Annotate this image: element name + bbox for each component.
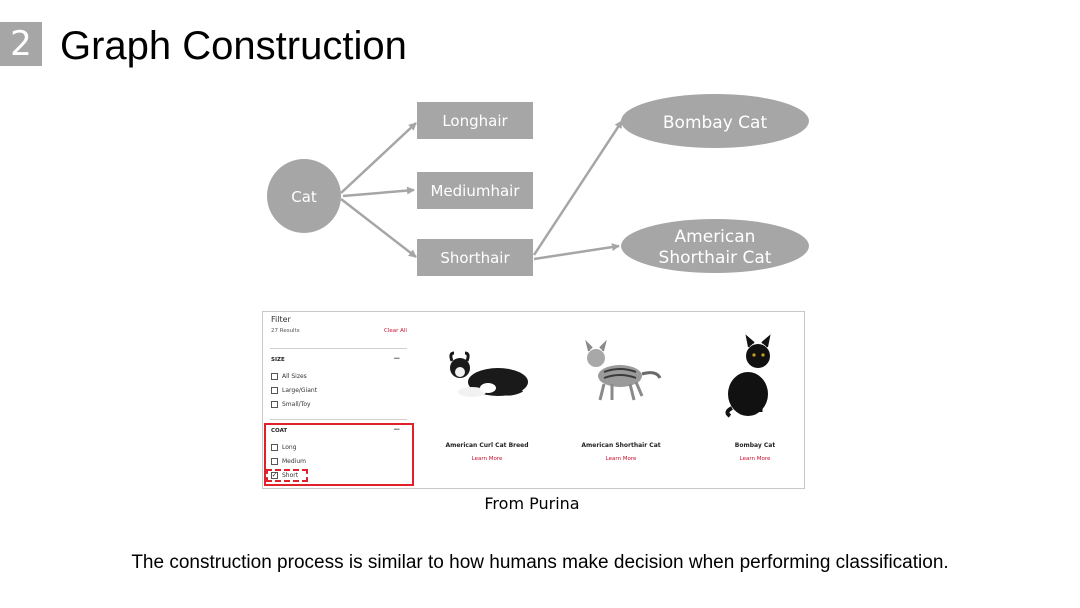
size-option-all-sizes[interactable]: All Sizes [271, 372, 307, 381]
checkbox-icon[interactable] [271, 373, 278, 380]
coat-option-medium[interactable]: Medium [271, 457, 306, 466]
clear-all-link[interactable]: Clear All [384, 328, 407, 334]
edge-shorthair-bombay [532, 120, 624, 256]
product-card-american-shorthair[interactable]: American Shorthair Cat Learn More [554, 334, 688, 474]
product-name: American Curl Cat Breed [445, 442, 529, 449]
product-card-american-curl[interactable]: American Curl Cat Breed Learn More [420, 334, 554, 474]
product-card-bombay[interactable]: Bombay Cat Learn More [688, 334, 822, 474]
slide-title: Graph Construction [60, 24, 407, 68]
american-curl-cat-image [449, 351, 528, 397]
learn-more-link[interactable]: Learn More [739, 456, 771, 462]
node-cat [267, 159, 341, 233]
edge-shorthair-american [533, 243, 620, 261]
decision-graph: Cat Longhair Mediumhair Shorthair Bombay… [267, 94, 809, 276]
product-name: American Shorthair Cat [581, 442, 661, 449]
learn-more-link[interactable]: Learn More [605, 456, 637, 462]
slide-number-badge: 2 [0, 22, 42, 66]
option-label: Short [282, 472, 299, 479]
node-bombay-cat-label: Bombay Cat [663, 113, 768, 133]
node-longhair-label: Longhair [442, 112, 508, 130]
short-option-highlight [266, 469, 308, 482]
checkbox-icon[interactable] [271, 458, 278, 465]
product-name: Bombay Cat [734, 442, 776, 449]
coat-collapse-icon[interactable]: − [393, 425, 401, 435]
filter-divider [270, 419, 407, 420]
node-mediumhair [417, 172, 533, 209]
node-mediumhair-label: Mediumhair [430, 182, 520, 200]
edge-cat-longhair [340, 122, 417, 194]
node-cat-label: Cat [291, 188, 317, 206]
learn-more-link[interactable]: Learn More [471, 456, 503, 462]
coat-option-short[interactable]: ✓ Short [271, 471, 298, 480]
edge-cat-shorthair [340, 198, 417, 258]
coat-option-long[interactable]: Long [271, 443, 297, 452]
filter-divider [270, 348, 407, 349]
checkbox-checked-icon[interactable]: ✓ [271, 471, 278, 479]
node-shorthair [417, 239, 533, 276]
size-option-small-toy[interactable]: Small/Toy [271, 400, 311, 409]
node-shorthair-label: Shorthair [440, 249, 510, 267]
size-option-large-giant[interactable]: Large/Giant [271, 386, 317, 395]
source-credit: From Purina [484, 494, 580, 513]
option-label: Medium [282, 458, 306, 465]
node-american-shorthair [621, 219, 809, 273]
option-label: Long [282, 444, 297, 451]
edge-cat-mediumhair [342, 186, 415, 198]
size-section-label: SIZE [271, 357, 285, 363]
checkbox-icon[interactable] [271, 387, 278, 394]
node-bombay-cat [621, 94, 809, 148]
checkbox-icon[interactable] [271, 401, 278, 408]
filter-title: Filter [271, 315, 291, 324]
checkbox-icon[interactable] [271, 444, 278, 451]
node-american-shorthair-label-line2: Shorthair Cat [659, 248, 772, 268]
coat-filter-highlight [264, 423, 414, 486]
slide-caption: The construction process is similar to h… [131, 552, 949, 573]
node-american-shorthair-label-line1: American [675, 227, 756, 247]
results-count: 27 Results [271, 328, 300, 334]
size-collapse-icon[interactable]: − [393, 354, 401, 364]
coat-section-label: COAT [271, 428, 288, 434]
node-longhair [417, 102, 533, 139]
bombay-cat-image [725, 334, 771, 418]
option-label: All Sizes [282, 373, 307, 380]
american-shorthair-cat-image [585, 339, 662, 401]
option-label: Small/Toy [282, 401, 311, 408]
option-label: Large/Giant [282, 387, 318, 394]
purina-screenshot: Filter 27 Results Clear All SIZE − All S… [262, 311, 805, 489]
